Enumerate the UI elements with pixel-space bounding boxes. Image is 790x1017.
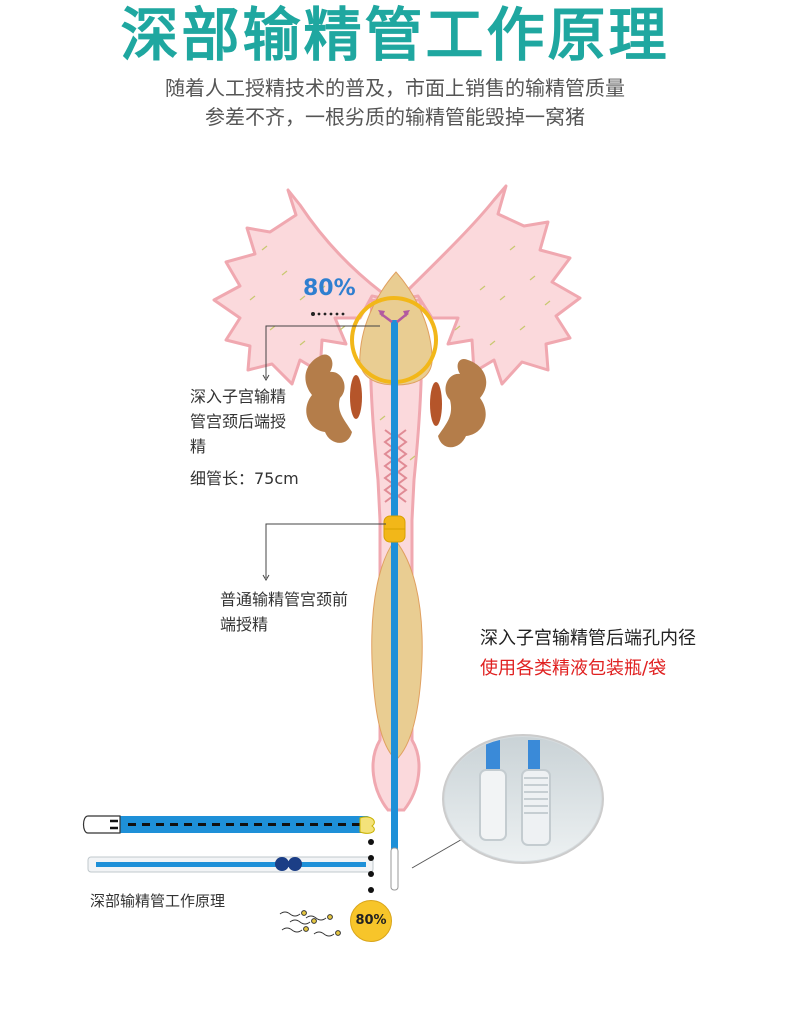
sperm-dot [379,415,386,421]
label-tube-length: 细管长：75cm [190,469,299,488]
page-title: 深部输精管工作原理 [120,1,670,69]
sperm-texture [249,245,551,461]
sperm-dot [489,340,496,346]
label-normal-insertion: 普通输精管宫颈前端授精 [220,590,349,634]
label-deep-insertion: 深入子宫输精管宫颈后端授精 [190,387,287,456]
ovary-right [438,358,487,448]
sperm-dot [479,285,486,291]
sperm-dot [519,325,526,331]
sperm-dot [409,455,416,461]
sperm-dot [299,295,306,301]
deep-catheter [391,320,398,850]
sperm-dot [499,295,506,301]
callout-line-2: 使用各类精液包装瓶/袋 [480,658,667,679]
sperm-icon [279,910,341,937]
percent-badge: 80% [350,900,392,942]
sperm-dot [269,325,276,331]
bottom-caption: 深部输精管工作原理 [90,892,226,910]
dotted-indicator [311,312,345,316]
sperm-dot [319,285,326,291]
cervix-folds [383,429,408,503]
ovary-right-gland [430,382,442,426]
sperm-dot [509,245,516,251]
sperm-dot [281,270,288,276]
lens-content [445,737,601,861]
ovary-left-gland [350,375,362,419]
sperm-dot [529,275,536,281]
subtitle-line-2: 参差不齐，一根劣质的输精管能毁掉一窝猪 [205,105,585,129]
sperm-dot [299,340,306,346]
sperm-dot [261,245,268,251]
leader-deep [265,325,380,378]
sperm-dot [339,325,346,331]
catheter-diagram-top [82,815,375,834]
sperm-dot [544,300,551,306]
ovary-left [305,354,352,443]
percent-top: 80% [303,276,356,301]
sperm-dot [249,295,256,301]
dotted-path [368,839,374,893]
subtitle-line-1: 随着人工授精技术的普及，市面上销售的输精管质量 [165,76,625,100]
sperm-dot [454,325,461,331]
callout-line-1: 深入子宫输精管后端孔内径 [480,628,696,649]
catheter-diagram-bottom [87,856,374,873]
leader-normal [265,523,386,578]
catheter-tip [390,847,399,891]
